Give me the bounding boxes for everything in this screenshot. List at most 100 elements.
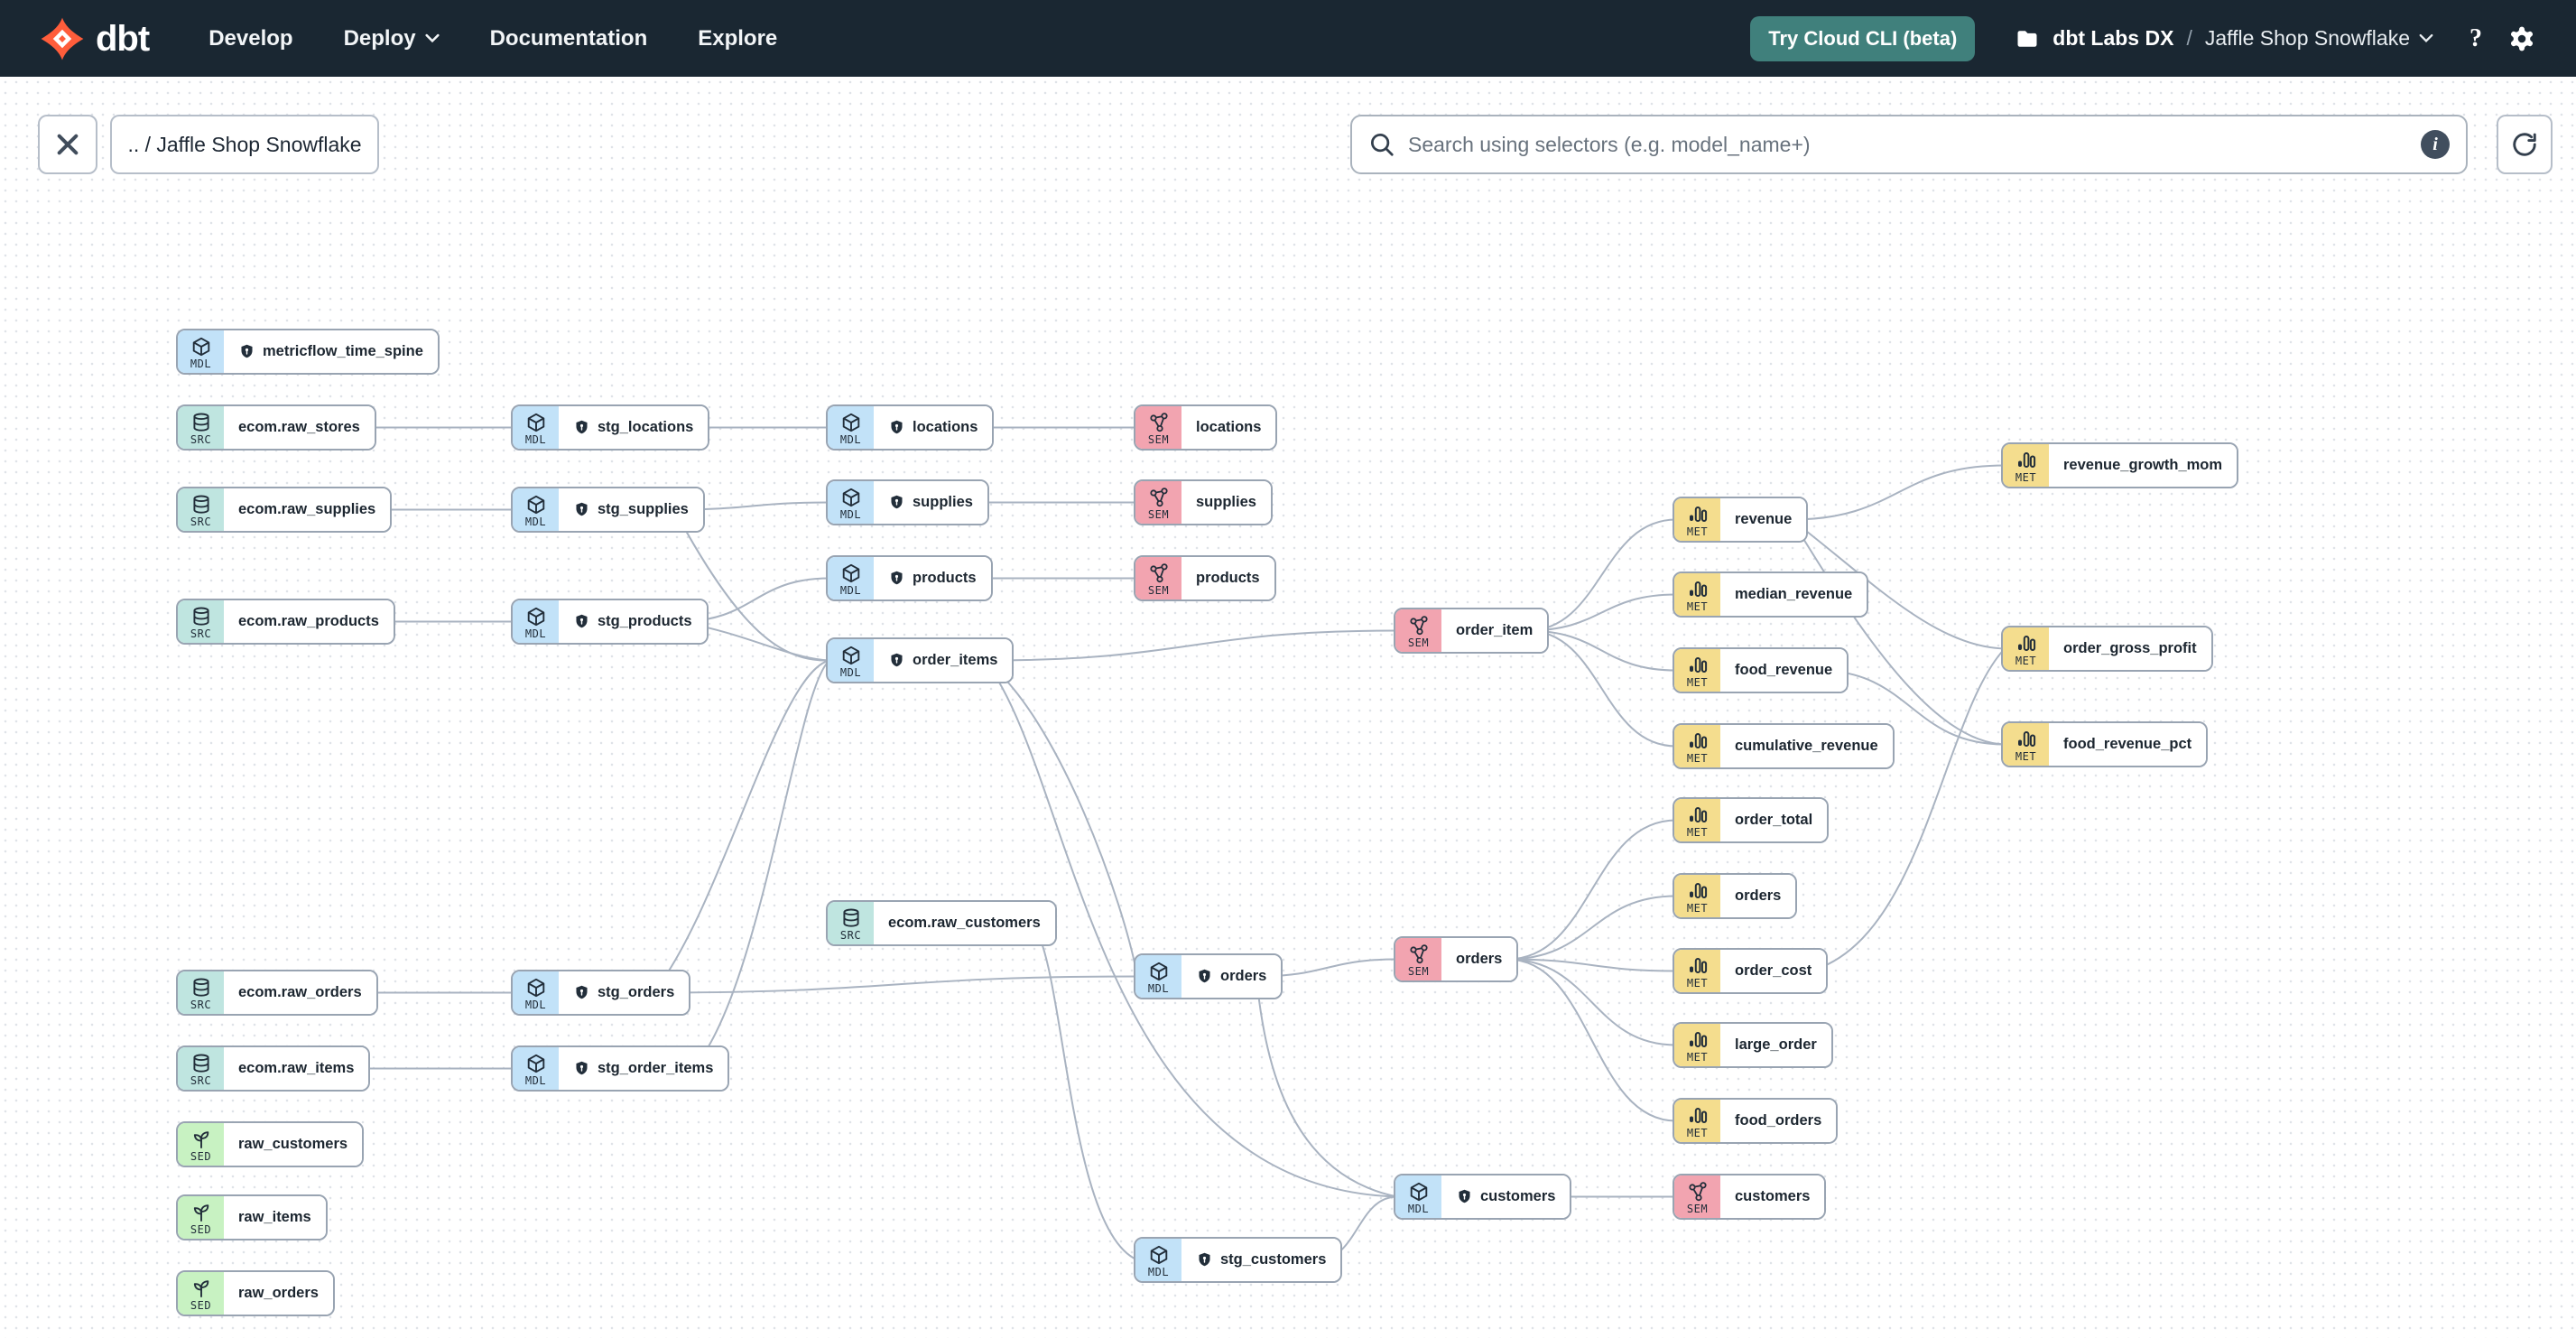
edge-stg_orders-to-order_items xyxy=(653,659,830,994)
node-label: locations xyxy=(913,419,978,435)
node-label: ecom.raw_products xyxy=(238,613,379,629)
cube-icon: MDL xyxy=(513,406,559,449)
node-label: orders xyxy=(1735,887,1782,904)
help-button[interactable]: ? xyxy=(2469,23,2482,52)
project-selector[interactable]: Jaffle Shop Snowflake xyxy=(2205,26,2433,51)
node-label: supplies xyxy=(1196,494,1256,510)
lineage-canvas[interactable] xyxy=(0,77,2576,1338)
database-icon: SRC xyxy=(178,1047,224,1090)
database-icon: SRC xyxy=(178,488,224,531)
sprout-icon xyxy=(193,1280,208,1297)
shield-icon xyxy=(1459,1189,1470,1203)
bar-chart-icon: MET xyxy=(1674,1100,1720,1142)
node-label: revenue xyxy=(1735,511,1793,527)
breadcrumb-separator: / xyxy=(2186,26,2192,50)
nav-item-develop[interactable]: Develop xyxy=(208,25,293,51)
edge-stg_orders-to-orders xyxy=(653,975,1138,994)
project-breadcrumb: dbt Labs DX / Jaffle Shop Snowflake xyxy=(2015,26,2433,51)
org-name[interactable]: dbt Labs DX xyxy=(2052,26,2174,50)
search-icon xyxy=(1371,134,1394,156)
cube-icon xyxy=(192,337,209,356)
nav-item-deploy[interactable]: Deploy xyxy=(344,26,440,51)
lineage-breadcrumb-button[interactable]: .. / Jaffle Shop Snowflake xyxy=(110,115,379,174)
nav-item-documentation[interactable]: Documentation xyxy=(489,25,648,51)
cube-icon: MDL xyxy=(178,330,224,373)
settings-button[interactable] xyxy=(2507,24,2536,53)
refresh-button[interactable] xyxy=(2497,115,2553,174)
sprout-icon: SED xyxy=(178,1123,224,1166)
edge-order_item_sem-to-revenue xyxy=(1526,518,1677,632)
cube-icon xyxy=(527,978,544,997)
shield-icon xyxy=(891,495,903,509)
database-icon: SRC xyxy=(178,600,224,643)
edge-revenue-to-order_gross_profit xyxy=(1791,518,2006,650)
try-cloud-cli-button[interactable]: Try Cloud CLI (beta) xyxy=(1750,15,1976,61)
bar-chart-icon xyxy=(1689,806,1707,822)
graph-icon: SEM xyxy=(1135,557,1181,599)
edge-food_revenue-to-food_revenue_pct xyxy=(1817,669,2006,746)
gear-icon xyxy=(2510,26,2534,51)
database-icon xyxy=(192,1054,209,1073)
nav-item-explore[interactable]: Explore xyxy=(698,25,778,51)
cube-icon: MDL xyxy=(1135,1239,1181,1281)
cube-icon: MDL xyxy=(828,639,874,682)
node-label: customers xyxy=(1480,1188,1556,1204)
node-ecom_raw_products[interactable]: SRC ecom.raw_products xyxy=(176,599,395,645)
edge-order_items-to-orders xyxy=(984,659,1138,977)
info-icon[interactable]: i xyxy=(2421,130,2450,159)
node-label: stg_orders xyxy=(598,984,675,1000)
chevron-down-icon xyxy=(2419,33,2433,42)
search-input[interactable] xyxy=(1408,132,2421,157)
sprout-icon xyxy=(193,1131,208,1148)
dbt-logo[interactable]: dbt xyxy=(40,16,150,61)
edge-stg_order_items-to-order_items xyxy=(692,659,830,1070)
graph-icon: SEM xyxy=(1395,938,1441,980)
chevron-down-icon xyxy=(425,33,440,43)
node-label: stg_order_items xyxy=(598,1060,714,1076)
shield-icon xyxy=(891,571,903,585)
close-lineage-button[interactable] xyxy=(38,115,97,174)
selector-search: i xyxy=(1350,115,2468,174)
node-label: order_gross_profit xyxy=(2063,640,2197,656)
